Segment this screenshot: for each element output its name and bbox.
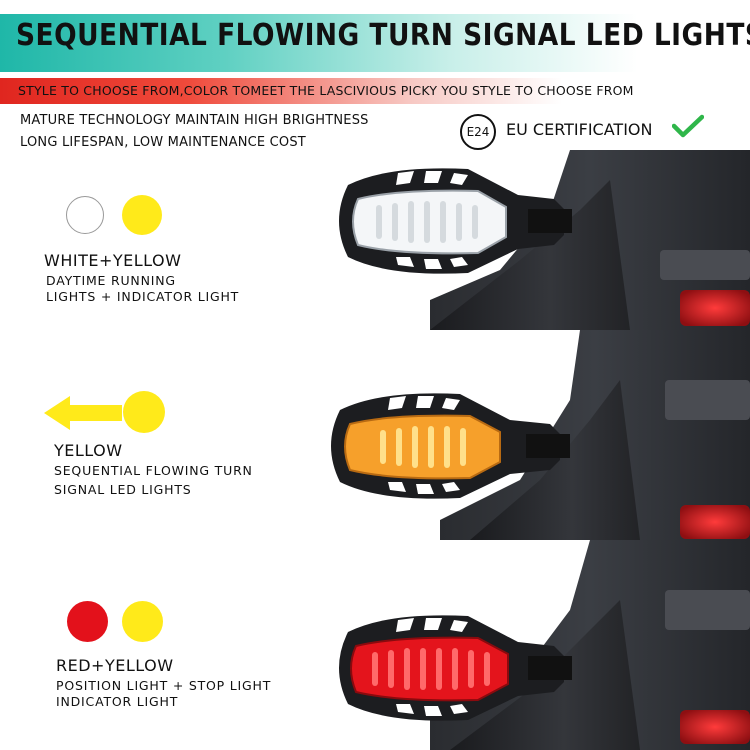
e24-badge: E24 <box>460 114 496 150</box>
variant-desc-white-yellow-2: LIGHTS + INDICATOR LIGHT <box>46 289 240 304</box>
variant-name-yellow: YELLOW <box>54 441 123 460</box>
turn-signal-amber-lens <box>331 393 570 499</box>
page-subtitle: STYLE TO CHOOSE FROM,COLOR TOMEET THE LA… <box>18 83 634 98</box>
variant-name-white-yellow: WHITE+YELLOW <box>44 251 182 270</box>
variant-desc-yellow-1: SEQUENTIAL FLOWING TURN <box>54 463 253 478</box>
white-color-dot <box>66 196 104 234</box>
check-icon <box>672 114 704 138</box>
variant-name-red-yellow: RED+YELLOW <box>56 656 174 675</box>
variant-desc-white-yellow-1: DAYTIME RUNNING <box>46 273 176 288</box>
yellow-color-dot <box>123 391 165 433</box>
feature-line-brightness: MATURE TECHNOLOGY MAINTAIN HIGH BRIGHTNE… <box>20 113 369 128</box>
variant-desc-red-yellow-1: POSITION LIGHT + STOP LIGHT <box>56 678 272 693</box>
turn-signal-red-lens <box>339 615 572 721</box>
certification-label: EU CERTIFICATION <box>506 120 653 139</box>
subtitle-banner <box>0 78 750 104</box>
arrow-left-icon <box>44 396 122 430</box>
turn-signal-white-lens <box>339 168 572 274</box>
e24-badge-text: E24 <box>466 125 490 139</box>
yellow-color-dot <box>122 195 162 235</box>
feature-line-lifespan: LONG LIFESPAN, LOW MAINTENANCE COST <box>20 135 306 150</box>
yellow-color-dot <box>122 601 163 642</box>
variant-desc-yellow-2: SIGNAL LED LIGHTS <box>54 482 192 497</box>
red-color-dot <box>67 601 108 642</box>
motorcycle-rear-photo <box>430 150 750 750</box>
title-banner <box>0 14 750 72</box>
page-title: SEQUENTIAL FLOWING TURN SIGNAL LED LIGHT… <box>16 18 750 53</box>
variant-desc-red-yellow-2: INDICATOR LIGHT <box>56 694 179 709</box>
